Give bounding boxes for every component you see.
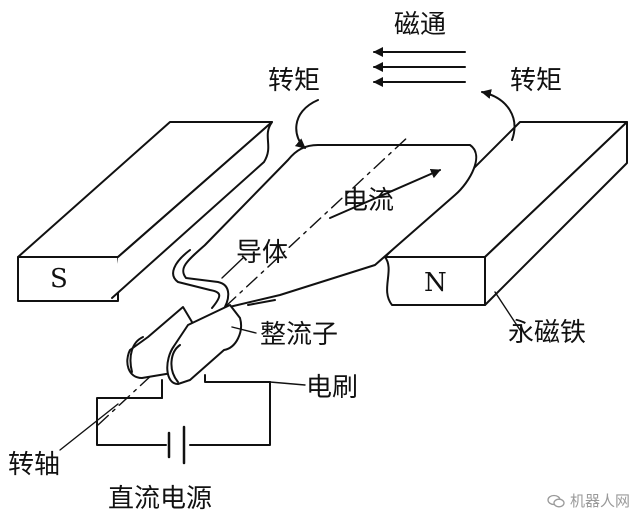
- label-flux: 磁通: [394, 10, 447, 40]
- flux-arrows: [373, 47, 466, 87]
- torque-arrow-left: [294, 99, 319, 149]
- label-torque-right: 转矩: [510, 66, 563, 96]
- label-commutator: 整流子: [260, 320, 339, 350]
- brush-lead-right: [204, 374, 271, 383]
- leader-conductor: [221, 257, 244, 279]
- magnet-n: [384, 121, 628, 306]
- leader-brush: [269, 381, 306, 386]
- label-power-supply: 直流电源: [108, 484, 213, 514]
- watermark: 机器人网: [547, 490, 630, 511]
- leader-shaft: [59, 403, 119, 451]
- battery-symbol: [167, 425, 186, 465]
- commutator: [126, 304, 242, 385]
- label-magnet: 永磁铁: [508, 318, 587, 348]
- pole-s-label: S: [50, 264, 68, 294]
- watermark-text: 机器人网: [569, 492, 630, 510]
- leader-commutator: [231, 326, 257, 334]
- label-torque-left: 转矩: [268, 66, 321, 96]
- leader-magnet: [494, 291, 521, 331]
- current-arrow: [329, 169, 441, 219]
- torque-arrow-right: [481, 89, 516, 141]
- pole-n-label: N: [424, 268, 447, 298]
- magnet-s: [17, 121, 273, 302]
- chat-bubble-icon: [547, 494, 565, 507]
- label-brush: 电刷: [306, 373, 359, 403]
- label-conductor: 导体: [236, 238, 289, 268]
- label-shaft: 转轴: [8, 450, 61, 480]
- label-current: 电流: [342, 186, 395, 216]
